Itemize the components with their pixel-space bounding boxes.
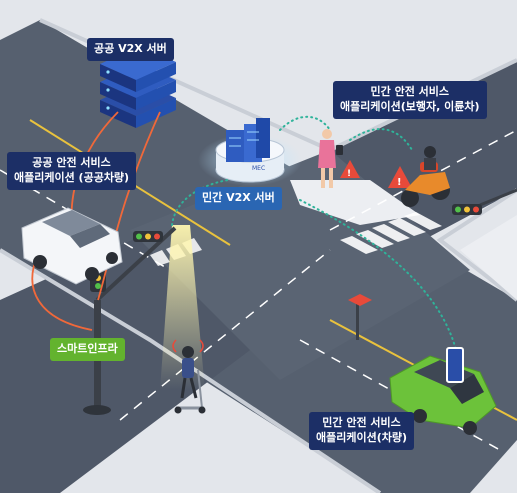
public-v2x-server-label: 공공 V2X 서버	[87, 38, 174, 61]
lane-line-cross	[119, 249, 331, 421]
scooter-rider-icon	[172, 339, 206, 414]
green-car-icon	[389, 347, 497, 435]
mec-text: MEC	[252, 165, 265, 172]
smart-infra-label: 스마트인프라	[50, 338, 125, 361]
yield-sign	[348, 294, 372, 306]
curb-east	[436, 188, 517, 302]
private-safety-app-vehicle-label: 민간 안전 서비스 애플리케이션(차량)	[309, 412, 415, 450]
pedestrian-icon	[318, 129, 343, 188]
link-mec-to-motorcycle	[349, 128, 413, 151]
link-mec-to-vehicle	[299, 199, 457, 351]
traffic-light-icon	[133, 231, 163, 242]
crosswalk-icon	[340, 212, 442, 254]
motorcycle-icon	[401, 146, 450, 207]
svg-text:!: !	[397, 177, 402, 188]
warning-sign-icon: ! !	[340, 160, 412, 188]
traffic-light-east	[452, 188, 517, 215]
public-safety-app-label: 공공 안전 서비스 애플리케이션 (공공차량)	[7, 152, 137, 190]
corner-island-north	[290, 180, 420, 225]
car-icon	[21, 207, 123, 285]
light-beam	[160, 225, 205, 390]
sign-pole	[356, 300, 359, 340]
link-light-to-mec	[171, 179, 229, 226]
link-public-server-to-infra	[97, 111, 161, 301]
svg-text:!: !	[347, 169, 351, 179]
mec-server-icon: MEC	[215, 118, 285, 183]
curb-southwest	[0, 248, 382, 493]
private-safety-app-pedestrian-label: 민간 안전 서비스 애플리케이션(보행자, 이륜차)	[333, 81, 487, 119]
private-v2x-server-label: 민간 V2X 서버	[195, 187, 282, 210]
corner-island-east	[460, 215, 517, 300]
